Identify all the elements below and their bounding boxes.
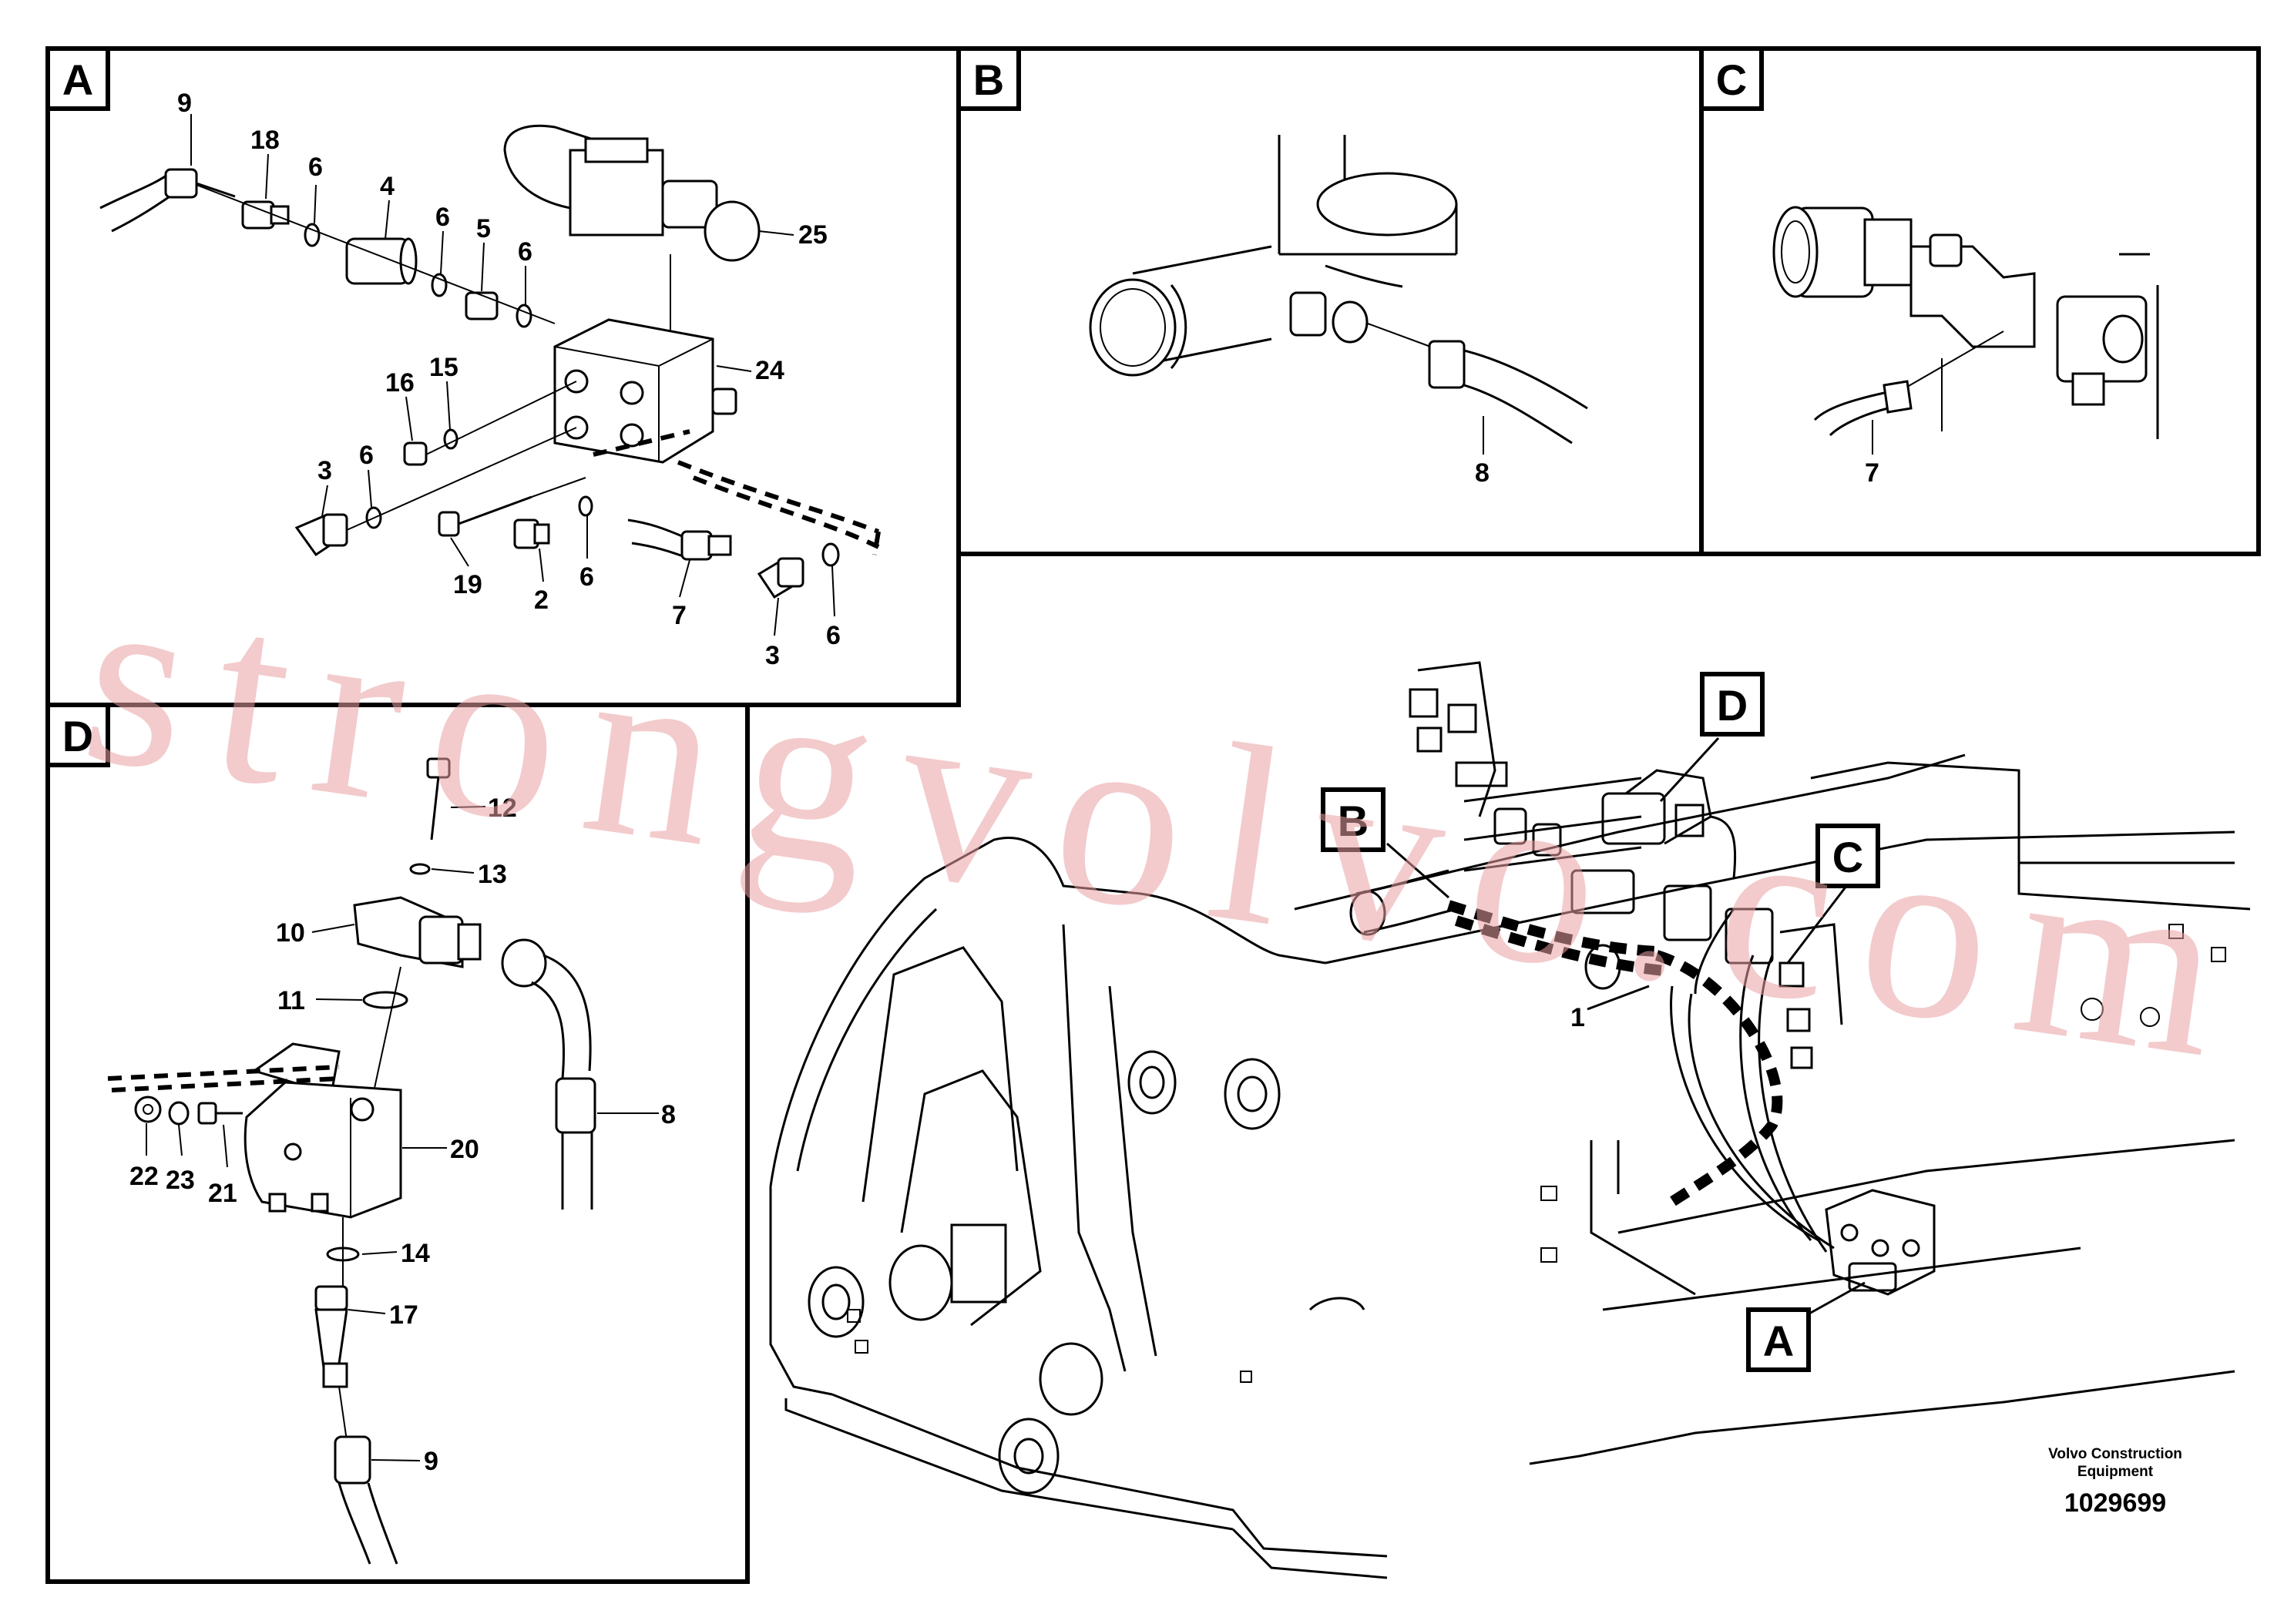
callout-9: 9	[424, 1447, 438, 1476]
callout-8: 8	[661, 1100, 676, 1129]
marker-c: C	[1832, 833, 1863, 881]
callout-6: 6	[308, 153, 323, 182]
callout-20: 20	[450, 1135, 479, 1164]
panel-d-leaders	[146, 806, 659, 1461]
callout-3: 3	[765, 641, 780, 670]
callout-21: 21	[208, 1179, 237, 1208]
callout-16: 16	[385, 368, 415, 398]
marker-d: D	[1717, 681, 1748, 730]
callout-4: 4	[380, 172, 395, 201]
panel-d-callouts: 12 13 10 11 8 20 22 23 21 14 17 9	[129, 794, 676, 1476]
marker-a: A	[1763, 1317, 1794, 1365]
callout-6: 6	[579, 562, 594, 592]
callout-10: 10	[276, 918, 305, 948]
marker-b: B	[1338, 797, 1369, 845]
callout-5: 5	[476, 214, 491, 243]
company-name-line2: Equipment	[2077, 1464, 2154, 1480]
callout-6: 6	[435, 203, 450, 232]
panel-c: C 7	[1699, 46, 2261, 556]
callout-13: 13	[478, 860, 507, 889]
callout-7: 7	[1865, 458, 1879, 488]
callout-2: 2	[534, 586, 549, 615]
panel-a: A	[45, 46, 961, 707]
panel-b-label: B	[973, 55, 1004, 104]
callout-25: 25	[798, 220, 828, 250]
callout-22: 22	[129, 1162, 159, 1191]
panel-a-drawing	[99, 124, 881, 599]
document-number: 1029699	[2064, 1488, 2166, 1518]
callout-15: 15	[429, 353, 458, 382]
callout-6: 6	[359, 441, 374, 470]
callout-6: 6	[826, 621, 841, 650]
overview-markers: D B C A 1	[1321, 672, 1880, 1372]
callout-3: 3	[317, 456, 332, 485]
callout-17: 17	[389, 1300, 418, 1330]
panel-b: B 8	[956, 46, 1704, 556]
panel-a-leaders	[190, 114, 835, 636]
panel-a-label: A	[62, 55, 93, 104]
callout-6: 6	[518, 237, 532, 267]
panel-a-callouts: 9 18 6 4 6 5 6 25 24 16 15 6 3 19 2 6 7 …	[177, 89, 841, 670]
callout-9: 9	[177, 89, 192, 118]
callout-8: 8	[1475, 458, 1490, 488]
panel-d-drawing	[107, 757, 596, 1565]
callout-12: 12	[488, 794, 517, 823]
company-name-line1: Volvo Construction	[2048, 1446, 2182, 1462]
panel-c-label: C	[1716, 55, 1747, 104]
panel-d-label: D	[62, 712, 93, 760]
callout-23: 23	[166, 1166, 195, 1195]
panel-d: D	[45, 703, 750, 1584]
callout-14: 14	[401, 1239, 430, 1268]
callout-1: 1	[1570, 1003, 1585, 1032]
watermark: strongvolvo.com	[70, 533, 2267, 1115]
callout-11: 11	[277, 986, 305, 1015]
callout-24: 24	[755, 356, 784, 385]
overview-drawing	[769, 661, 2251, 1579]
callout-7: 7	[672, 601, 687, 630]
panel-c-drawing	[1772, 206, 2159, 455]
callout-18: 18	[250, 126, 280, 155]
panel-b-drawing	[1089, 135, 1588, 455]
footer: Volvo Construction Equipment 1029699	[2048, 1446, 2182, 1518]
callout-19: 19	[453, 570, 482, 599]
